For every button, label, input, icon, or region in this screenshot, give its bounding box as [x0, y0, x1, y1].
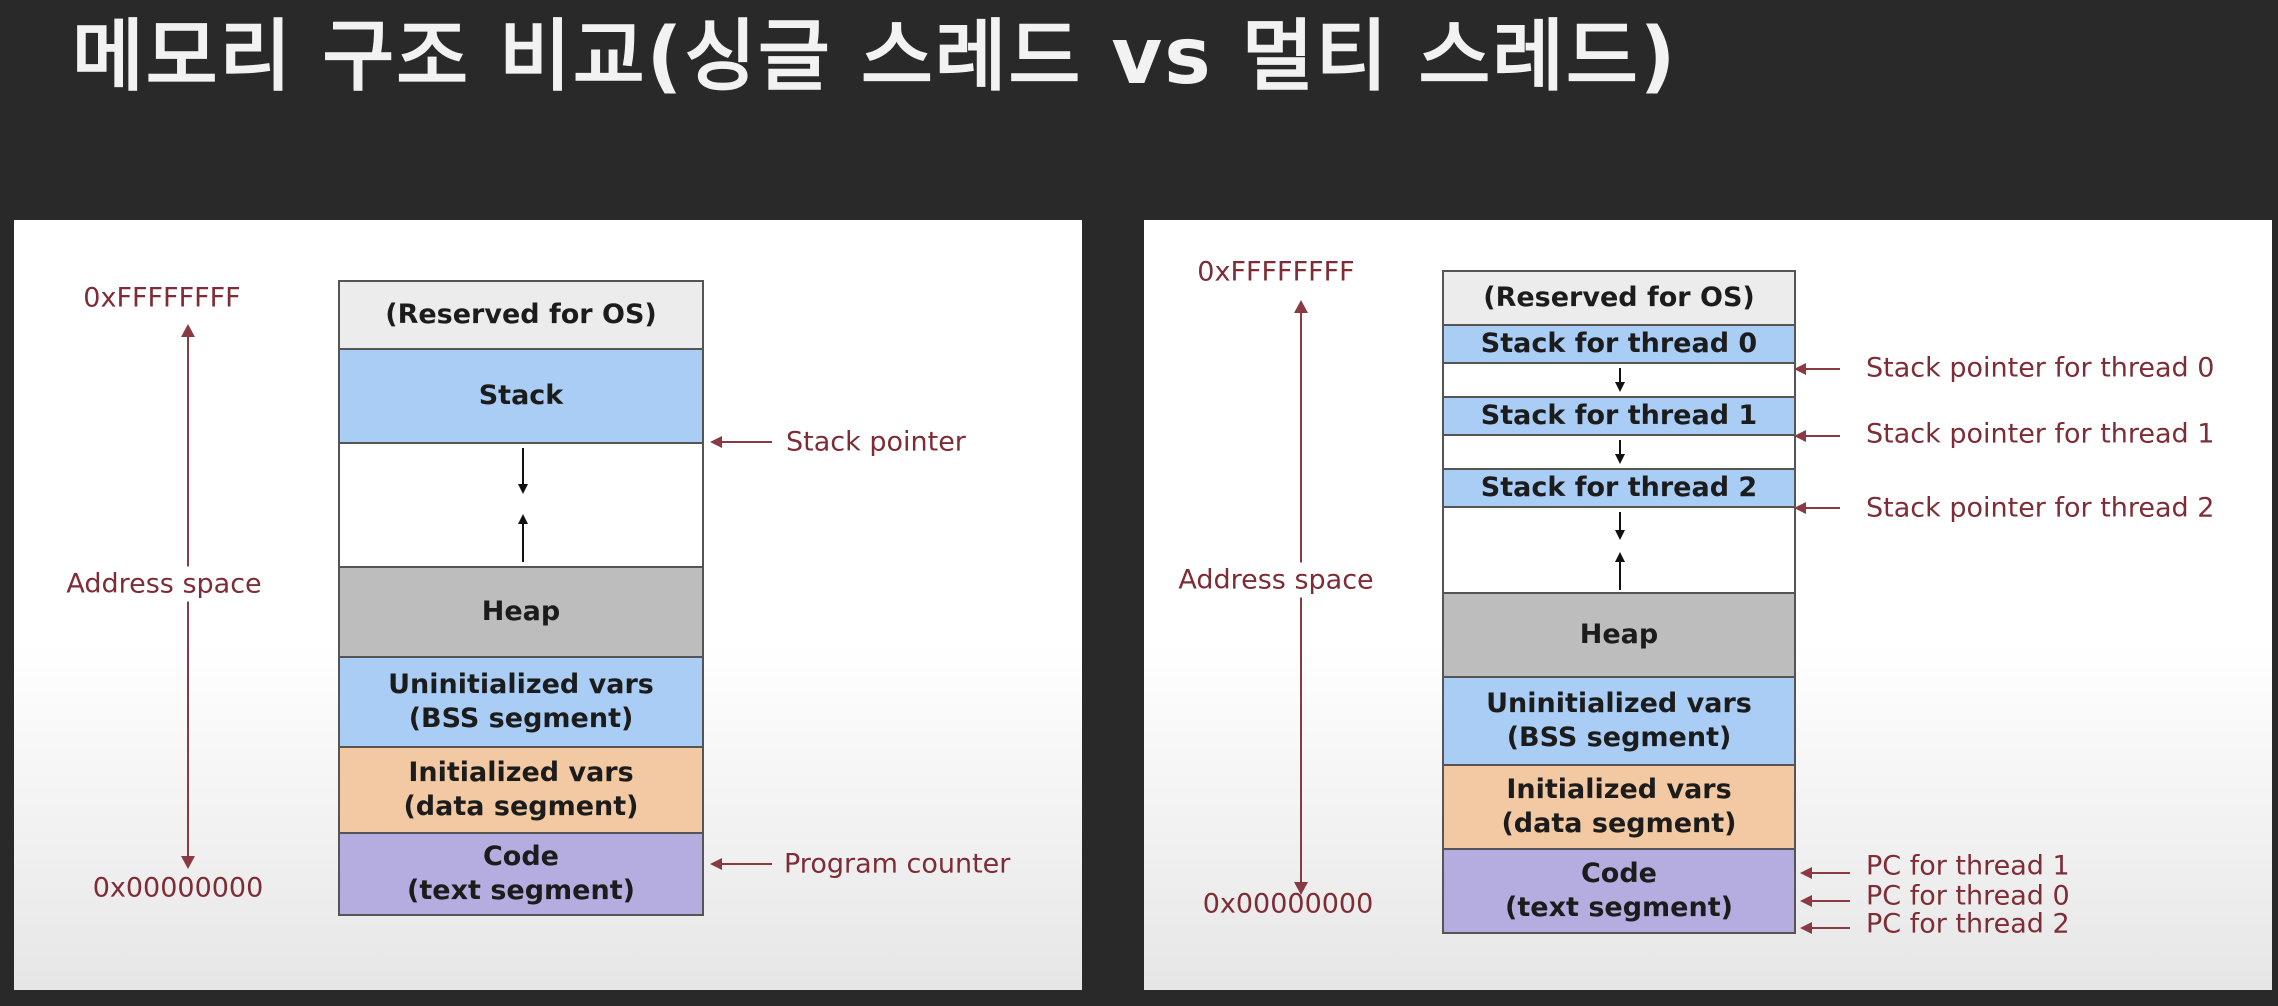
stack-thread2-label: Stack for thread 2: [1480, 472, 1758, 503]
address-space-label: Address space: [60, 566, 268, 602]
sp2-arrowhead: [1794, 502, 1806, 514]
program-counter-arrowhead: [710, 858, 722, 870]
stack2-grow-arrowhead: [1615, 530, 1625, 540]
stack-pointer-line: [720, 441, 772, 443]
sp2-line: [1804, 507, 1840, 509]
stack-pointer-label: Stack pointer: [786, 426, 966, 458]
heap-label: Heap: [1579, 619, 1659, 650]
address-space-label: Address space: [1172, 562, 1380, 598]
sp0-arrowhead: [1794, 363, 1806, 375]
stack-thread1-segment: Stack for thread 1: [1442, 396, 1796, 436]
free-space-segment: [338, 442, 704, 568]
sp1-arrowhead: [1794, 430, 1806, 442]
stack-label: Stack: [478, 380, 564, 411]
stack-pointer-arrowhead: [710, 436, 722, 448]
stack1-grow-arrowhead: [1615, 454, 1625, 464]
sp0-line: [1804, 368, 1840, 370]
code-label-line1: Code: [482, 841, 559, 872]
pc1-label: PC for thread 1: [1866, 850, 2070, 882]
pc2-arrowhead: [1800, 922, 1812, 934]
heap-segment: Heap: [1442, 592, 1796, 678]
stack-thread1-label: Stack for thread 1: [1480, 400, 1758, 431]
code-label-line2: (text segment): [1505, 892, 1733, 923]
page-title: 메모리 구조 비교(싱글 스레드 vs 멀티 스레드): [72, 12, 1678, 102]
stack0-grow-arrow-line: [1619, 368, 1621, 384]
bss-segment: Uninitialized vars (BSS segment): [338, 656, 704, 748]
stack-thread0-gap: [1442, 362, 1796, 398]
bss-label-line1: Uninitialized vars: [388, 669, 654, 700]
heap-grow-arrow-line: [522, 522, 524, 562]
stack2-grow-arrow-line: [1619, 512, 1621, 532]
stack-segment: Stack: [338, 348, 704, 444]
heap-grow-arrow-line: [1619, 560, 1621, 590]
memory-layout-column: (Reserved for OS) Stack Heap Uninitializ…: [338, 280, 704, 916]
data-label-line2: (data segment): [403, 791, 639, 822]
stack-thread2-segment: Stack for thread 2: [1442, 468, 1796, 508]
free-space-segment: [1442, 506, 1796, 594]
stack0-grow-arrowhead: [1615, 382, 1625, 392]
bottom-address-label: 0x00000000: [92, 872, 264, 904]
stack-thread0-label: Stack for thread 0: [1480, 328, 1758, 359]
pc1-arrowhead: [1800, 867, 1812, 879]
top-address-label: 0xFFFFFFFF: [83, 282, 241, 314]
bss-segment: Uninitialized vars (BSS segment): [1442, 676, 1796, 766]
stack-thread1-gap: [1442, 434, 1796, 470]
single-thread-diagram: 0xFFFFFFFF Address space 0x00000000 (Res…: [14, 220, 1082, 990]
pc0-line: [1810, 900, 1850, 902]
address-arrow-down-head: [1294, 882, 1308, 895]
heap-label: Heap: [481, 596, 561, 627]
reserved-os-label: (Reserved for OS): [385, 299, 657, 330]
heap-segment: Heap: [338, 566, 704, 658]
program-counter-label: Program counter: [784, 848, 1011, 880]
pc1-line: [1810, 872, 1850, 874]
data-label-line2: (data segment): [1501, 808, 1737, 839]
code-label-line2: (text segment): [407, 875, 635, 906]
data-label-line1: Initialized vars: [408, 757, 634, 788]
heap-grow-arrowhead: [1615, 552, 1625, 562]
data-label-line1: Initialized vars: [1506, 774, 1732, 805]
sp1-line: [1804, 435, 1840, 437]
sp0-label: Stack pointer for thread 0: [1866, 352, 2215, 384]
stack-thread0-segment: Stack for thread 0: [1442, 324, 1796, 364]
data-segment: Initialized vars (data segment): [338, 746, 704, 834]
multi-thread-diagram: 0xFFFFFFFF Address space 0x00000000 (Res…: [1144, 220, 2272, 990]
address-arrow-up-head: [1294, 300, 1308, 313]
reserved-os-label: (Reserved for OS): [1483, 282, 1755, 313]
sp1-label: Stack pointer for thread 1: [1866, 418, 2215, 450]
sp2-label: Stack pointer for thread 2: [1866, 492, 2215, 524]
bottom-address-label: 0x00000000: [1202, 888, 1374, 920]
memory-layout-column: (Reserved for OS) Stack for thread 0 Sta…: [1442, 270, 1796, 934]
pc0-arrowhead: [1800, 895, 1812, 907]
stack1-grow-arrow-line: [1619, 440, 1621, 456]
pc2-line: [1810, 927, 1850, 929]
bss-label-line1: Uninitialized vars: [1486, 688, 1752, 719]
code-label-line1: Code: [1580, 858, 1657, 889]
reserved-os-segment: (Reserved for OS): [1442, 270, 1796, 326]
heap-grow-arrowhead: [518, 514, 528, 524]
stack-grow-arrow-line: [522, 448, 524, 486]
data-segment: Initialized vars (data segment): [1442, 764, 1796, 850]
bss-label-line2: (BSS segment): [408, 703, 634, 734]
reserved-os-segment: (Reserved for OS): [338, 280, 704, 350]
program-counter-line: [720, 863, 772, 865]
top-address-label: 0xFFFFFFFF: [1197, 256, 1355, 288]
code-segment: Code (text segment): [338, 832, 704, 916]
address-arrow-down-head: [181, 856, 195, 869]
address-arrow-up-head: [181, 324, 195, 337]
pc0-label: PC for thread 0: [1866, 880, 2070, 912]
stack-grow-arrowhead: [518, 484, 528, 494]
code-segment: Code (text segment): [1442, 848, 1796, 934]
bss-label-line2: (BSS segment): [1506, 722, 1732, 753]
pc2-label: PC for thread 2: [1866, 908, 2070, 940]
